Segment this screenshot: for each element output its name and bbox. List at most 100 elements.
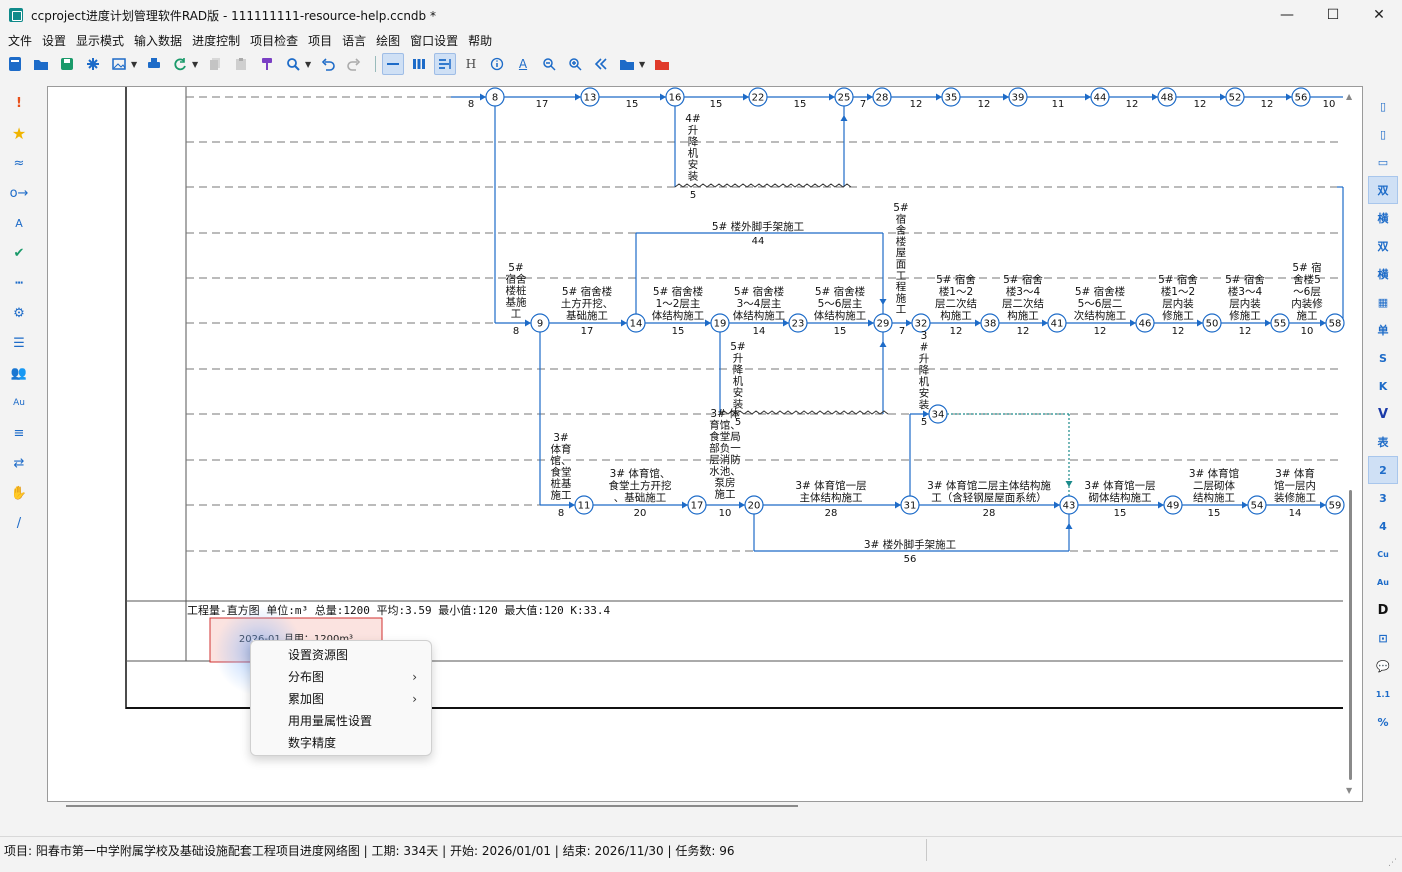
d-button[interactable]: D bbox=[1377, 602, 1389, 618]
node-circle[interactable]: 58 bbox=[1325, 313, 1345, 333]
node-circle[interactable]: 17 bbox=[687, 495, 707, 515]
wave-icon[interactable]: ≈ bbox=[13, 155, 25, 171]
search-dropdown-icon[interactable]: ▼ bbox=[305, 59, 312, 69]
menu-language[interactable]: 语言 bbox=[342, 34, 367, 48]
menu-draw[interactable]: 绘图 bbox=[376, 34, 401, 48]
dots-icon[interactable]: ┅ bbox=[15, 275, 23, 291]
s-button[interactable]: S bbox=[1379, 351, 1387, 365]
save-icon[interactable] bbox=[56, 53, 78, 75]
scale-button[interactable]: 1.1 bbox=[1375, 689, 1391, 699]
node-circle[interactable]: 28 bbox=[872, 87, 892, 107]
node-circle[interactable]: 8 bbox=[485, 87, 505, 107]
node-circle[interactable]: 38 bbox=[980, 313, 1000, 333]
horizontal-alt-button[interactable]: 横 bbox=[1377, 268, 1389, 281]
level-2-button[interactable]: 2 bbox=[1368, 456, 1398, 484]
image-icon[interactable] bbox=[108, 53, 130, 75]
menu-help[interactable]: 帮助 bbox=[468, 34, 493, 48]
asterisk-icon[interactable] bbox=[82, 53, 104, 75]
open-icon[interactable] bbox=[30, 53, 52, 75]
layout-icon[interactable] bbox=[434, 53, 456, 75]
users-icon[interactable]: 👥 bbox=[10, 365, 28, 381]
cu-button[interactable]: Cu bbox=[1377, 549, 1389, 559]
new-icon[interactable] bbox=[4, 53, 26, 75]
double-code-button[interactable]: 双 bbox=[1368, 176, 1398, 204]
node-circle[interactable]: 46 bbox=[1135, 313, 1155, 333]
menu-project[interactable]: 项目 bbox=[308, 34, 333, 48]
ctx-numeric-precision[interactable]: 数字精度 bbox=[288, 736, 337, 750]
node-circle[interactable]: 16 bbox=[665, 87, 685, 107]
undo-icon[interactable] bbox=[317, 53, 339, 75]
node-circle[interactable]: 19 bbox=[710, 313, 730, 333]
vertical-scroll-thumb[interactable] bbox=[1349, 490, 1352, 780]
print-icon[interactable] bbox=[143, 53, 165, 75]
node-circle[interactable]: 29 bbox=[873, 313, 893, 333]
folder-icon[interactable] bbox=[616, 53, 638, 75]
menu-project-check[interactable]: 项目检查 bbox=[250, 34, 299, 48]
node-circle[interactable]: 35 bbox=[941, 87, 961, 107]
node-circle[interactable]: 56 bbox=[1291, 87, 1311, 107]
au-icon[interactable]: Au bbox=[13, 398, 25, 408]
swap-icon[interactable]: ⇄ bbox=[13, 455, 25, 471]
node-circle[interactable]: 50 bbox=[1202, 313, 1222, 333]
search-icon[interactable] bbox=[282, 53, 304, 75]
zoom-out-icon[interactable] bbox=[538, 53, 560, 75]
check-icon[interactable]: ✔ bbox=[13, 245, 25, 261]
ctx-set-resource-chart[interactable]: 设置资源图 bbox=[288, 648, 349, 662]
pen-icon[interactable]: / bbox=[16, 515, 22, 531]
h-icon[interactable]: H bbox=[465, 57, 477, 71]
table-icon[interactable]: ▦ bbox=[1377, 295, 1389, 309]
menu-window-settings[interactable]: 窗口设置 bbox=[410, 34, 459, 48]
au-button[interactable]: Au bbox=[1377, 577, 1389, 587]
node-circle[interactable]: 41 bbox=[1047, 313, 1067, 333]
node-circle[interactable]: 13 bbox=[580, 87, 600, 107]
node-circle[interactable]: 39 bbox=[1008, 87, 1028, 107]
a-text-icon[interactable]: A bbox=[518, 57, 528, 71]
refresh-dropdown-icon[interactable]: ▼ bbox=[192, 59, 199, 69]
node-circle[interactable]: 9 bbox=[530, 313, 550, 333]
node-circle[interactable]: 44 bbox=[1090, 87, 1110, 107]
node-circle[interactable]: 48 bbox=[1157, 87, 1177, 107]
text-style-icon[interactable]: A bbox=[15, 216, 23, 230]
node-circle[interactable]: 25 bbox=[834, 87, 854, 107]
node-circle[interactable]: 55 bbox=[1270, 313, 1290, 333]
level-3-button[interactable]: 3 bbox=[1379, 491, 1387, 505]
star-icon[interactable]: ★ bbox=[11, 123, 27, 143]
ctx-usage-property-settings[interactable]: 用用量属性设置 bbox=[288, 714, 373, 728]
node-circle[interactable]: 59 bbox=[1325, 495, 1345, 515]
minimize-button[interactable]: — bbox=[1280, 7, 1294, 23]
v-button[interactable]: V bbox=[1377, 406, 1389, 422]
comment-icon[interactable]: 💬 bbox=[1376, 659, 1390, 673]
k-button[interactable]: K bbox=[1378, 379, 1388, 393]
ctx-distribution-chart[interactable]: 分布图› bbox=[251, 666, 431, 688]
refresh-icon[interactable] bbox=[169, 53, 191, 75]
node-circle[interactable]: 23 bbox=[788, 313, 808, 333]
filter-icon[interactable]: ≡ bbox=[13, 425, 25, 441]
line-icon[interactable] bbox=[382, 53, 404, 75]
double-code-alt-button[interactable]: 双 bbox=[1377, 240, 1389, 253]
menu-settings[interactable]: 设置 bbox=[42, 34, 67, 48]
level-4-button[interactable]: 4 bbox=[1379, 519, 1387, 533]
red-folder-icon[interactable] bbox=[651, 53, 673, 75]
bars-icon[interactable] bbox=[408, 53, 430, 75]
gear-icon[interactable]: ⚙ bbox=[13, 305, 25, 321]
zoom-in-icon[interactable] bbox=[564, 53, 586, 75]
node-circle[interactable]: 43 bbox=[1059, 495, 1079, 515]
horizontal-scrollbar[interactable] bbox=[48, 800, 1348, 812]
warning-icon[interactable]: ! bbox=[16, 95, 22, 111]
menu-input-data[interactable]: 输入数据 bbox=[134, 34, 183, 48]
vertical-scrollbar[interactable]: ▲ ▼ bbox=[1344, 92, 1358, 798]
folder-dropdown-icon[interactable]: ▼ bbox=[639, 59, 646, 69]
ctx-cumulative-chart[interactable]: 累加图› bbox=[251, 688, 431, 710]
node-circle[interactable]: 34 bbox=[928, 404, 948, 424]
copy-icon[interactable] bbox=[204, 53, 226, 75]
node-circle[interactable]: 31 bbox=[900, 495, 920, 515]
node-circle[interactable]: 22 bbox=[748, 87, 768, 107]
node-circle[interactable]: 14 bbox=[626, 313, 646, 333]
node-circle[interactable]: 49 bbox=[1163, 495, 1183, 515]
node-circle[interactable]: 54 bbox=[1247, 495, 1267, 515]
brush-icon[interactable] bbox=[256, 53, 278, 75]
redo-icon[interactable] bbox=[343, 53, 365, 75]
panel-bottom-icon[interactable]: ▭ bbox=[1377, 155, 1389, 169]
resize-grip-icon[interactable]: ⋰ bbox=[1388, 858, 1397, 868]
